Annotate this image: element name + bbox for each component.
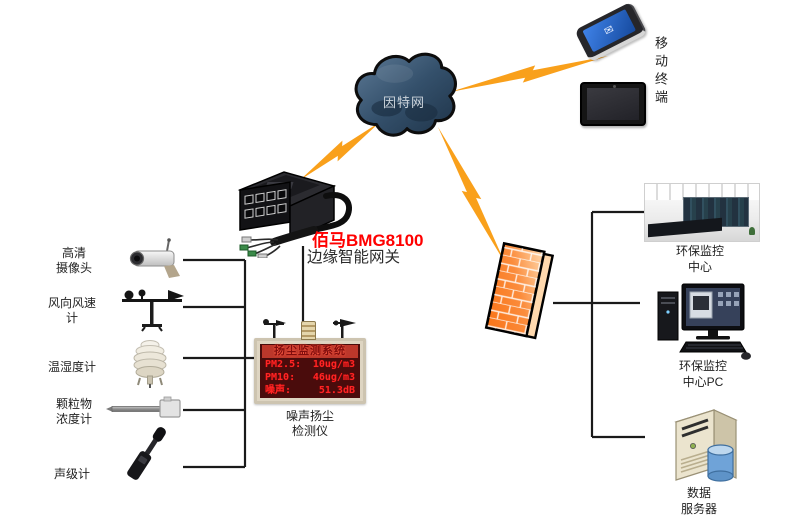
led-reading-value: 46ug/m3 <box>312 372 355 383</box>
sensor-label-particulate: 颗粒物 浓度计 <box>55 397 92 426</box>
control-room-caption: 环保监控 中心 <box>675 244 724 274</box>
plant <box>749 227 755 235</box>
mini-sampler-icon <box>301 321 316 340</box>
cloud-icon <box>354 52 457 137</box>
tablet-screen <box>587 88 639 120</box>
pc-caption: 环保监控 中心PC <box>678 359 727 389</box>
particulate-sensor-icon <box>106 396 182 422</box>
sound-level-meter-icon <box>122 422 170 488</box>
lightning-bolt-cloud-mobile <box>450 56 608 92</box>
led-reading-value: 10ug/m3 <box>312 359 355 370</box>
mini-wind-vane-icon <box>333 319 356 338</box>
sensor-label-temp-humidity: 温湿度计 <box>47 360 96 374</box>
lightning-bolt-gateway-cloud <box>300 122 380 180</box>
gateway-subtitle: 边缘智能网关 <box>307 249 401 266</box>
internet-cloud: 因特网 <box>348 44 460 140</box>
control-room-ceiling <box>645 184 759 200</box>
tablet-icon <box>580 82 646 126</box>
lightning-bolt-cloud-firewall <box>438 127 505 263</box>
sensor-label-hd-camera: 高清 摄像头 <box>55 246 92 275</box>
led-reading-value: 51.3dB <box>318 385 355 396</box>
cloud-label: 因特网 <box>382 95 425 110</box>
led-display-title: 扬尘监测系统 <box>262 345 358 358</box>
led-reading-noise: 噪声: 51.3dB <box>262 384 358 397</box>
wind-sensor-icon <box>120 284 184 332</box>
led-display: 扬尘监测系统 PM2.5: 10ug/m3 PM10: 46ug/m3 噪声: … <box>260 344 360 398</box>
server-caption: 数据 服务器 <box>680 486 717 516</box>
led-reading-name: PM2.5: <box>265 359 302 370</box>
sensor-label-sound-level: 声级计 <box>53 467 90 481</box>
sensor-bus-lines <box>183 246 305 469</box>
firewall-icon <box>484 241 555 340</box>
sensor-label-wind: 风向风速 计 <box>47 296 96 325</box>
noise-dust-monitor: 扬尘监测系统 PM2.5: 10ug/m3 PM10: 46ug/m3 噪声: … <box>254 318 366 439</box>
led-reading-name: 噪声: <box>265 385 292 396</box>
monitor-cabinet: 扬尘监测系统 PM2.5: 10ug/m3 PM10: 46ug/m3 噪声: … <box>254 338 366 404</box>
monitor-roof-sensors <box>254 318 366 340</box>
control-room-photo <box>644 183 760 242</box>
led-reading-pm10: PM10: 46ug/m3 <box>262 371 358 384</box>
database-cylinder <box>707 444 734 482</box>
led-reading-name: PM10: <box>265 372 296 383</box>
mail-icon: ✉ <box>602 22 616 38</box>
hd-camera-icon <box>124 238 184 280</box>
monitoring-pc-icon <box>652 282 752 360</box>
gateway-title: 佰马BMG8100 <box>312 231 424 250</box>
data-server-icon <box>662 398 756 486</box>
temp-humidity-sensor-icon <box>126 338 174 388</box>
gateway-device-icon <box>230 162 356 258</box>
console-desks <box>648 217 722 238</box>
lightning-bolts <box>300 56 608 263</box>
led-reading-pm25: PM2.5: 10ug/m3 <box>262 358 358 371</box>
mobile-terminal-label: 移动终端 <box>653 36 668 108</box>
monitor-caption: 噪声扬尘 检测仪 <box>285 409 334 438</box>
mini-anemometer-icon <box>263 319 286 338</box>
center-bus-lines <box>553 210 645 439</box>
tablet-camera-dot <box>613 85 616 88</box>
